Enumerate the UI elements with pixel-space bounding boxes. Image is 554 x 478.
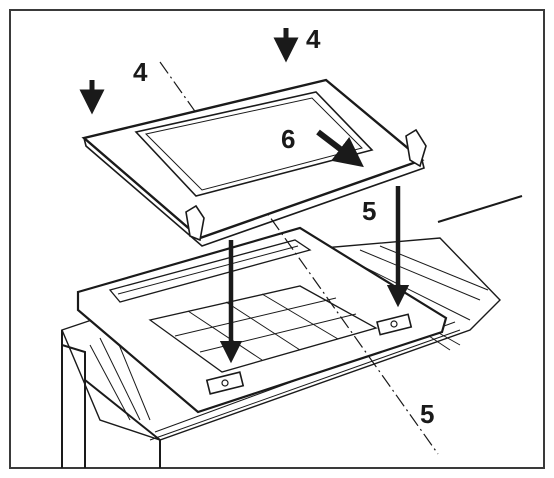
countertop-line [437, 195, 523, 223]
cover-lid [81, 78, 427, 247]
step-label-press-right: 4 [306, 24, 321, 54]
step-label-slide: 6 [281, 124, 296, 154]
clip-right [405, 128, 427, 168]
slot-front [205, 371, 245, 395]
step-label-place-front: 5 [420, 399, 435, 429]
step-label-place-right: 5 [362, 196, 377, 226]
base-plate [76, 226, 448, 414]
arrows [79, 28, 410, 364]
slide-arrow-icon [316, 129, 364, 168]
cabinet-body [61, 330, 161, 468]
clip-left [185, 204, 205, 242]
step-label-press-left: 4 [133, 57, 148, 87]
slot-right [376, 313, 413, 336]
figure-frame [9, 9, 545, 469]
